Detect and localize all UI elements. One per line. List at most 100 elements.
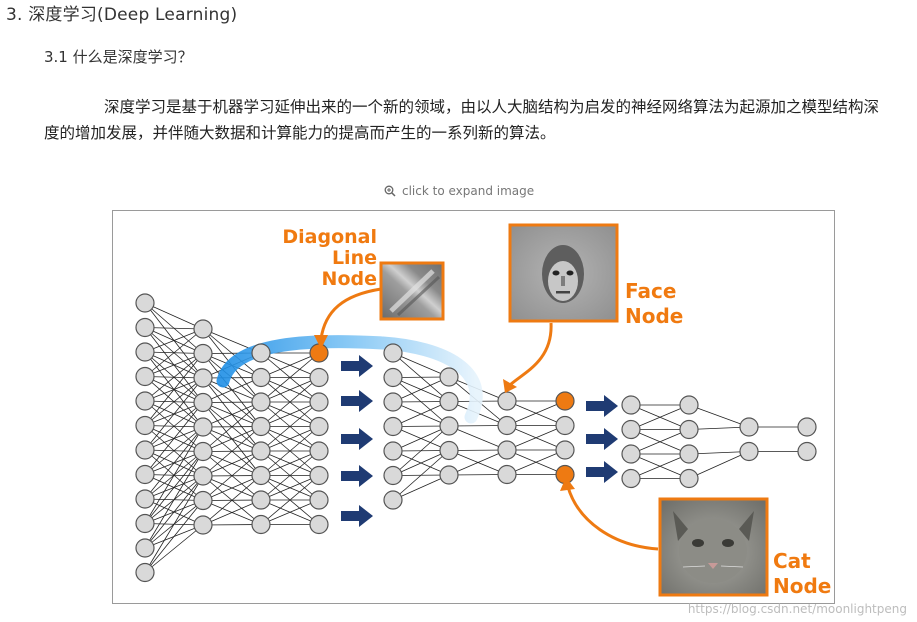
neuron-node	[135, 317, 155, 338]
cat-pointer	[566, 486, 659, 551]
connection-line	[448, 425, 508, 451]
connection-line	[392, 376, 450, 403]
neuron-node	[739, 417, 759, 437]
connection-line	[144, 426, 204, 500]
neuron-node	[193, 368, 213, 388]
neuron-node	[309, 514, 329, 535]
neuron-node	[439, 416, 459, 436]
connection-line	[260, 475, 320, 525]
neuron-node	[251, 441, 271, 461]
connection-line	[688, 451, 750, 479]
neuron-node	[135, 366, 155, 387]
flow-arrow	[341, 465, 373, 487]
connection-line	[630, 404, 690, 430]
connection-line	[260, 401, 320, 452]
subsection-heading: 3.1 什么是深度学习？	[44, 48, 193, 66]
neuron-node	[251, 514, 271, 535]
expand-image-text: click to expand image	[402, 184, 535, 198]
connection-line	[630, 453, 690, 479]
face-node-label: Face Node	[625, 279, 684, 328]
connection-line	[144, 426, 204, 524]
diagonal-pointer-head	[314, 335, 328, 349]
neuron-node	[383, 343, 403, 363]
neuron-node	[679, 468, 699, 489]
neuron-node	[309, 392, 329, 412]
neuron-node	[621, 419, 641, 440]
neuron-node	[383, 441, 403, 461]
connection-line	[202, 377, 262, 403]
neuron-node	[135, 513, 155, 534]
flow-arrow	[586, 428, 618, 450]
connection-line	[260, 401, 320, 427]
neuron-node	[621, 468, 641, 489]
connection-line	[448, 425, 508, 427]
connection-line	[202, 377, 262, 379]
neuron-node	[193, 392, 213, 413]
connection-line	[392, 352, 450, 378]
flow-arrow	[586, 461, 618, 483]
watermark: https://blog.csdn.net/moonlightpeng	[687, 602, 907, 616]
intro-paragraph: 深度学习是基于机器学习延伸出来的一个新的领域，由以人大脑结构为启发的神经网络算法…	[44, 98, 880, 142]
expand-image-link[interactable]: click to expand image	[384, 184, 534, 198]
connection-line	[144, 524, 204, 573]
connection-line	[144, 327, 204, 330]
connection-line	[260, 426, 320, 452]
connection-line	[144, 402, 204, 451]
neuron-node	[251, 367, 271, 388]
neuron-node	[193, 319, 213, 339]
highlighted-node	[309, 343, 329, 363]
neuron-node	[621, 395, 641, 415]
neuron-node	[555, 440, 575, 460]
neuron-node	[497, 391, 517, 411]
connection-line	[260, 352, 320, 403]
neuron-node	[797, 441, 817, 462]
face-pointer	[508, 322, 553, 387]
neuron-node	[193, 417, 213, 437]
connection-line	[202, 475, 262, 526]
connection-line	[688, 426, 750, 430]
neuron-node	[251, 490, 271, 510]
neuron-node	[135, 538, 155, 558]
connection-line	[144, 451, 204, 524]
neuron-node	[383, 392, 403, 412]
connection-line	[506, 400, 566, 426]
neuron-node	[739, 441, 759, 462]
connection-line	[202, 426, 262, 477]
connection-line	[630, 429, 690, 455]
connection-line	[392, 425, 450, 476]
flow-arrow	[341, 390, 373, 412]
deep-network-figure[interactable]: Diagonal Line Node Face Node Cat Node	[112, 210, 835, 604]
neuron-node	[383, 465, 403, 486]
connection-line	[688, 404, 750, 428]
neuron-node	[309, 416, 329, 437]
connection-line	[448, 449, 508, 451]
connection-line	[392, 450, 450, 476]
neuron-node	[679, 444, 699, 464]
flow-arrow	[341, 505, 373, 527]
connection-line	[144, 475, 204, 573]
neuron-node	[679, 395, 699, 415]
diagonal-line-node-label: Diagonal Line Node	[282, 226, 377, 290]
network-diagram	[135, 223, 817, 597]
neuron-node	[555, 415, 575, 436]
neuron-node	[383, 416, 403, 437]
neuron-node	[797, 417, 817, 437]
connection-line	[506, 425, 566, 451]
connection-line	[202, 401, 262, 428]
neuron-node	[193, 466, 213, 486]
neuron-node	[135, 464, 155, 485]
cat-node-label: Cat Node	[773, 549, 832, 598]
connection-line	[144, 302, 204, 330]
neuron-node	[383, 367, 403, 388]
neuron-node	[621, 444, 641, 464]
neuron-node	[135, 293, 155, 313]
connection-line	[144, 353, 204, 377]
connection-line	[260, 450, 320, 501]
neuron-node	[309, 367, 329, 388]
connection-line	[202, 450, 262, 501]
feature-swoosh	[216, 335, 483, 424]
connection-line	[202, 499, 262, 526]
neuron-node	[193, 515, 213, 535]
connection-line	[506, 449, 566, 475]
connection-line	[260, 352, 320, 378]
